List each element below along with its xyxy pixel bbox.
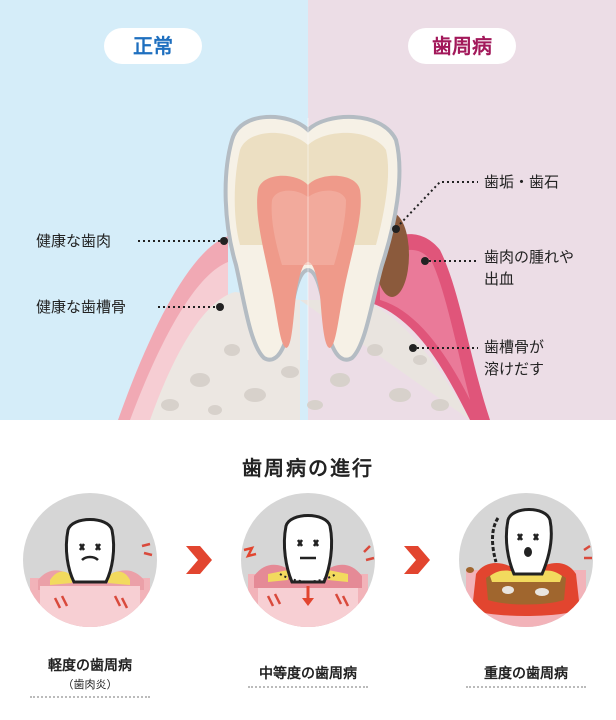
stage-mild-label: 軽度の歯周病 [48,658,132,674]
label-bone-loss: 歯槽骨が 溶けだす [484,336,544,380]
progression-arrow-2 [404,546,430,574]
tooth-cross-section-illustration [118,114,490,420]
marker-tartar [392,225,400,233]
label-healthy-gum: 健康な歯肉 [36,232,112,250]
label-healthy-bone: 健康な歯槽骨 [36,298,127,316]
stage-mild-sublabel: （歯肉炎） [62,678,118,691]
label-bone-loss-line2: 溶けだす [484,360,545,378]
progression-arrow-1 [186,546,212,574]
normal-title: 正常 [104,28,202,64]
stage-severe-illustration [459,493,593,627]
marker-healthy-bone [216,303,224,311]
label-gum-swelling-line2: 出血 [484,270,515,288]
stage-moderate-illustration [241,493,375,627]
marker-swollen-gum [421,257,429,265]
stage-severe-label: 重度の歯周病 [484,666,568,682]
marker-healthy-gum [220,237,228,245]
label-bone-loss-line1: 歯槽骨が [484,338,545,356]
label-gum-swelling: 歯肉の腫れや 出血 [484,246,574,290]
label-gum-swelling-line1: 歯肉の腫れや [484,248,575,266]
label-plaque-tartar: 歯垢・歯石 [484,173,560,191]
periodontal-title: 歯周病 [408,28,516,64]
stage-mild-illustration [23,493,157,627]
progression-title: 歯周病の進行 [242,456,374,480]
stage-severe-underline [466,686,586,688]
stage-moderate-label: 中等度の歯周病 [259,666,357,682]
stage-mild-underline [30,696,150,698]
marker-bone-loss [409,344,417,352]
stage-moderate-underline [248,686,368,688]
